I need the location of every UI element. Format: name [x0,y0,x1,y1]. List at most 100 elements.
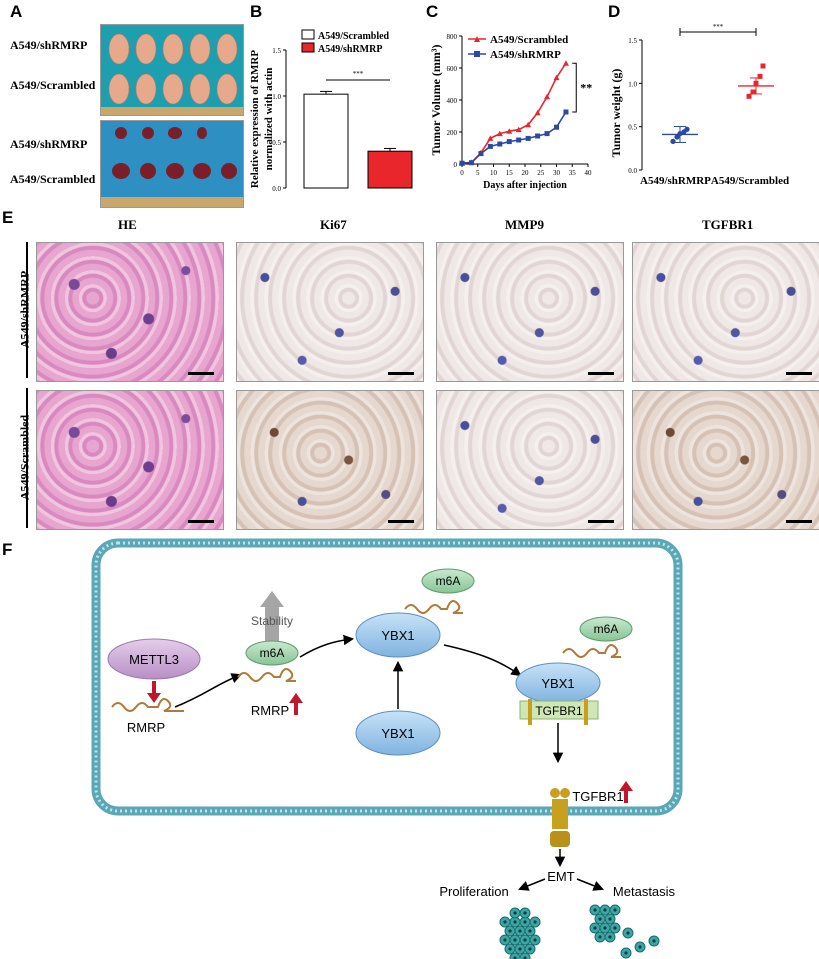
label-shrmrp-tumors: A549/shRMRP [10,137,88,151]
migrating-cell-nucleus [638,945,642,949]
arrow-to-proliferation [518,878,546,891]
y-axis-label-line2: normalized with actin [263,68,275,171]
data-point [506,128,513,134]
x-axis-label: Days after injection [483,180,567,191]
mice-illustration [101,33,243,115]
data-point [684,126,690,132]
tumor-cell-nucleus [513,938,517,942]
tgfbr1-up-arrowhead [619,781,633,791]
mice-photo [100,24,244,116]
scale-bar [388,372,414,375]
tumor-cell-nucleus [593,908,597,912]
data-point [674,134,680,140]
y-tick-label: 0 [454,161,458,169]
tumor-cell-nucleus [518,947,522,951]
ybx1-node-bottom [355,710,441,756]
y-tick-label: 1.5 [272,47,281,55]
tumor-cell-nucleus [603,908,607,912]
y-axis-label: Tumor Volume (mm³) [429,45,443,156]
data-point [563,109,569,115]
proliferation-label: Proliferation [439,884,508,899]
ki67-image-scrambled [236,390,424,530]
x-tick-label: 15 [506,169,514,177]
mechanism-diagram: METTL3 RMRP Stability m6A RMRP YBX1 m6A … [91,538,683,959]
data-point [516,137,522,143]
rna-icon-3 [404,600,463,614]
y-tick-label: 0.0 [272,185,281,193]
data-point [487,143,493,149]
m6a-node-1 [245,640,299,666]
tumor-cell-nucleus [503,938,507,942]
tumors-photo [100,120,244,208]
tumor-cell-nucleus [613,926,617,930]
series-line [461,62,567,164]
tumor-cell-nucleus [598,935,602,939]
mettl3-label: METTL3 [129,652,179,667]
tumor-cell-nucleus [528,929,532,933]
label-shrmrp-mice: A549/shRMRP [10,38,88,52]
data-point [544,131,550,137]
x-tick-label: 5 [476,169,480,177]
data-point [459,160,465,166]
m6a-node-2 [421,568,475,594]
tumor-cell-nucleus [523,920,527,924]
x-tick-label: 20 [522,169,530,177]
legend-label: A549/shRMRP [318,44,382,55]
metastatic-cell-cluster [589,904,660,959]
y-tick-label: 1.0 [272,93,281,101]
significance-label: *** [713,23,724,31]
row-label-shrmrp: A549/shRMRP [17,270,32,349]
tgfbr1-membrane-receptor [550,788,570,847]
arrow-ybx1-to-complex [443,644,522,677]
scale-bar [786,520,812,523]
y-tick-label: 200 [447,129,458,137]
scale-bar [388,520,414,523]
x-tick-label: 30 [553,169,561,177]
tumor-cell-nucleus [523,956,527,959]
tumor-cell-nucleus [598,917,602,921]
mmp9-image-shrmrp [436,242,624,382]
tumor-cell-nucleus [608,917,612,921]
migrating-cell-nucleus [626,931,630,935]
row-divider-line [26,242,28,378]
col-header-mmp9: MMP9 [505,217,544,232]
y-tick-label: 600 [447,65,458,73]
x-tick-label: 0 [460,169,464,177]
legend-label: A549/shRMRP [490,49,561,61]
scale-bar [188,520,214,523]
mettl3-node [107,638,201,680]
y-tick-label: 0.5 [272,139,281,147]
data-point [746,93,752,99]
rmrp-rna-icon-2 [237,668,296,682]
rmrp-up-arrowhead [289,693,303,703]
data-point [468,160,474,166]
y-tick-label: 0.5 [628,124,637,132]
migrating-cell-nucleus [624,951,628,955]
data-point [525,135,531,141]
data-point [760,63,766,69]
scale-bar [786,372,812,375]
data-point [544,93,551,100]
emt-label: EMT [547,869,575,884]
y-tick-label: 1.0 [628,80,637,88]
tumor-cell-nucleus [513,956,517,959]
tumor-cell-nucleus [613,908,617,912]
x-category-label: A549/Scrambled [711,175,789,187]
significance-bracket [572,62,577,113]
panel-label-a: A [10,2,23,21]
tumor-cell-nucleus [523,911,527,915]
significance-label: ** [580,81,592,95]
data-point [670,138,676,144]
label-scrambled-tumors: A549/Scrambled [10,172,96,186]
tgfbr1-image-scrambled [632,390,819,530]
panel-label-d: D [608,2,621,21]
tumor-cell-nucleus [533,938,537,942]
y-tick-label: 400 [447,97,458,105]
rmrp-label-2: RMRP [251,703,289,718]
tumor-cell-nucleus [528,947,532,951]
row-divider-line [26,388,28,528]
x-tick-label: 40 [585,169,593,177]
row-label-scrambled: A549/Scrambled [17,414,32,501]
bar [303,93,349,189]
